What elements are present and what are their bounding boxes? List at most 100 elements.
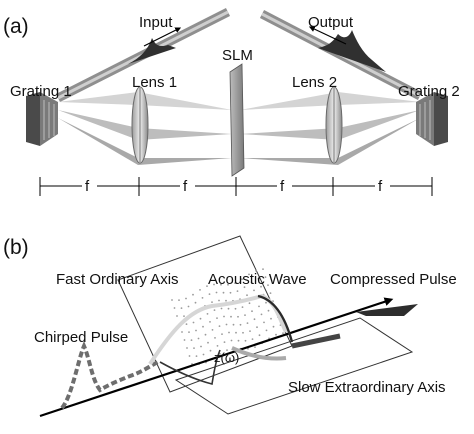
acoustic-dot: [214, 337, 216, 339]
acoustic-dot: [265, 329, 268, 332]
acoustic-dot: [208, 293, 211, 295]
lens-1: [131, 86, 149, 164]
fast-axis-wave-end: [257, 294, 294, 343]
acoustic-dot: [230, 315, 232, 318]
acoustic-dot: [227, 283, 229, 286]
acoustic-dot: [242, 331, 244, 334]
panel-b: (b) Fast Ordinary Axis Acoustic Wave Com…: [3, 235, 457, 418]
acoustic-dot: [220, 283, 222, 286]
acoustic-dot: [206, 313, 209, 315]
fan-left-middle: [58, 110, 232, 140]
grating-1-label: Grating 1: [10, 83, 72, 100]
acoustic-dot: [197, 337, 200, 340]
acoustic-dot: [204, 333, 207, 336]
panel-a: (a): [3, 7, 460, 196]
acoustic-dot: [183, 339, 186, 341]
acoustic-dot: [186, 347, 188, 349]
acoustic-dot: [254, 346, 256, 348]
acoustic-dot: [187, 305, 190, 308]
acoustic-dot: [223, 341, 226, 343]
acoustic-dot: [260, 313, 263, 316]
acoustic-dot: [223, 315, 225, 318]
chirped-pulse-label: Chirped Pulse: [34, 329, 128, 346]
acoustic-dot: [257, 277, 260, 280]
grating-2-label: Grating 2: [398, 83, 460, 100]
acoustic-dot: [192, 321, 195, 324]
acoustic-dot: [267, 284, 269, 286]
z-omega-label: z(ω): [214, 350, 239, 365]
acoustic-dot: [178, 299, 180, 301]
acoustic-dot: [253, 318, 256, 321]
acoustic-dot: [235, 331, 237, 334]
acoustic-dot: [282, 332, 284, 334]
acoustic-dot: [181, 331, 183, 333]
lens-1-label: Lens 1: [132, 74, 177, 91]
dispersion-curve-2: [231, 346, 287, 361]
acoustic-dot: [193, 347, 195, 349]
acoustic-dot: [188, 355, 191, 357]
acoustic-dot: [199, 289, 201, 291]
acoustic-dot: [207, 341, 209, 344]
output-pulse: [318, 30, 386, 72]
acoustic-dot: [248, 273, 250, 276]
acoustic-dot: [234, 282, 236, 284]
focal-label-2: f: [183, 178, 188, 195]
acoustic-dot: [185, 323, 188, 325]
focal-label-4: f: [378, 178, 383, 195]
acoustic-dot: [213, 309, 216, 311]
acoustic-dot: [236, 290, 239, 292]
acoustic-dot: [190, 339, 193, 341]
propagation-axis: [39, 297, 394, 418]
acoustic-dot: [211, 329, 214, 331]
acoustic-dot: [264, 276, 267, 278]
acoustic-wave-label: Acoustic Wave: [208, 271, 307, 288]
acoustic-dot: [213, 283, 215, 286]
acoustic-dot: [270, 317, 272, 320]
acoustic-dot: [215, 291, 218, 294]
acoustic-dot: [241, 306, 244, 308]
acoustic-dot: [248, 302, 251, 305]
slow-axis-plane: [174, 317, 414, 415]
acoustic-dot: [195, 329, 197, 332]
acoustic-dot: [249, 330, 251, 332]
output-direction-arrow: [308, 26, 347, 45]
acoustic-dot: [226, 349, 228, 351]
input-direction-arrow: [143, 27, 182, 47]
acoustic-dot: [216, 345, 219, 347]
acoustic-dot: [251, 310, 253, 313]
acoustic-dot: [241, 278, 243, 281]
acoustic-dot: [234, 307, 237, 310]
acoustic-dot: [251, 338, 254, 340]
lens-2-label: Lens 2: [292, 74, 337, 91]
acoustic-dot: [185, 297, 187, 300]
acoustic-dot: [260, 285, 262, 288]
grating-1: [26, 92, 58, 146]
acoustic-dot: [267, 309, 270, 312]
acoustic-dot: [173, 307, 176, 309]
acoustic-dot: [209, 349, 212, 352]
acoustic-dot: [244, 339, 247, 342]
acoustic-dot: [255, 269, 257, 272]
fast-axis-wave: [148, 293, 288, 366]
lens-2: [325, 86, 343, 164]
acoustic-dot: [258, 334, 261, 337]
focal-label-1: f: [85, 178, 90, 195]
acoustic-dot: [246, 294, 248, 297]
output-label: Output: [308, 14, 354, 31]
acoustic-dot: [199, 317, 202, 320]
acoustic-wave-pattern: [171, 268, 284, 365]
acoustic-dot: [222, 291, 225, 294]
focal-label-3: f: [280, 178, 285, 195]
acoustic-dot: [194, 301, 197, 304]
acoustic-dot: [218, 325, 221, 327]
compressed-pulse-label: Compressed Pulse: [330, 271, 457, 288]
grating-2: [416, 92, 448, 146]
acoustic-dot: [269, 292, 272, 294]
acoustic-dot: [202, 325, 204, 328]
acoustic-dot: [209, 321, 211, 323]
acoustic-dot: [218, 299, 220, 302]
acoustic-dot: [180, 307, 183, 309]
acoustic-dot: [183, 315, 185, 317]
acoustic-dot: [246, 322, 249, 324]
